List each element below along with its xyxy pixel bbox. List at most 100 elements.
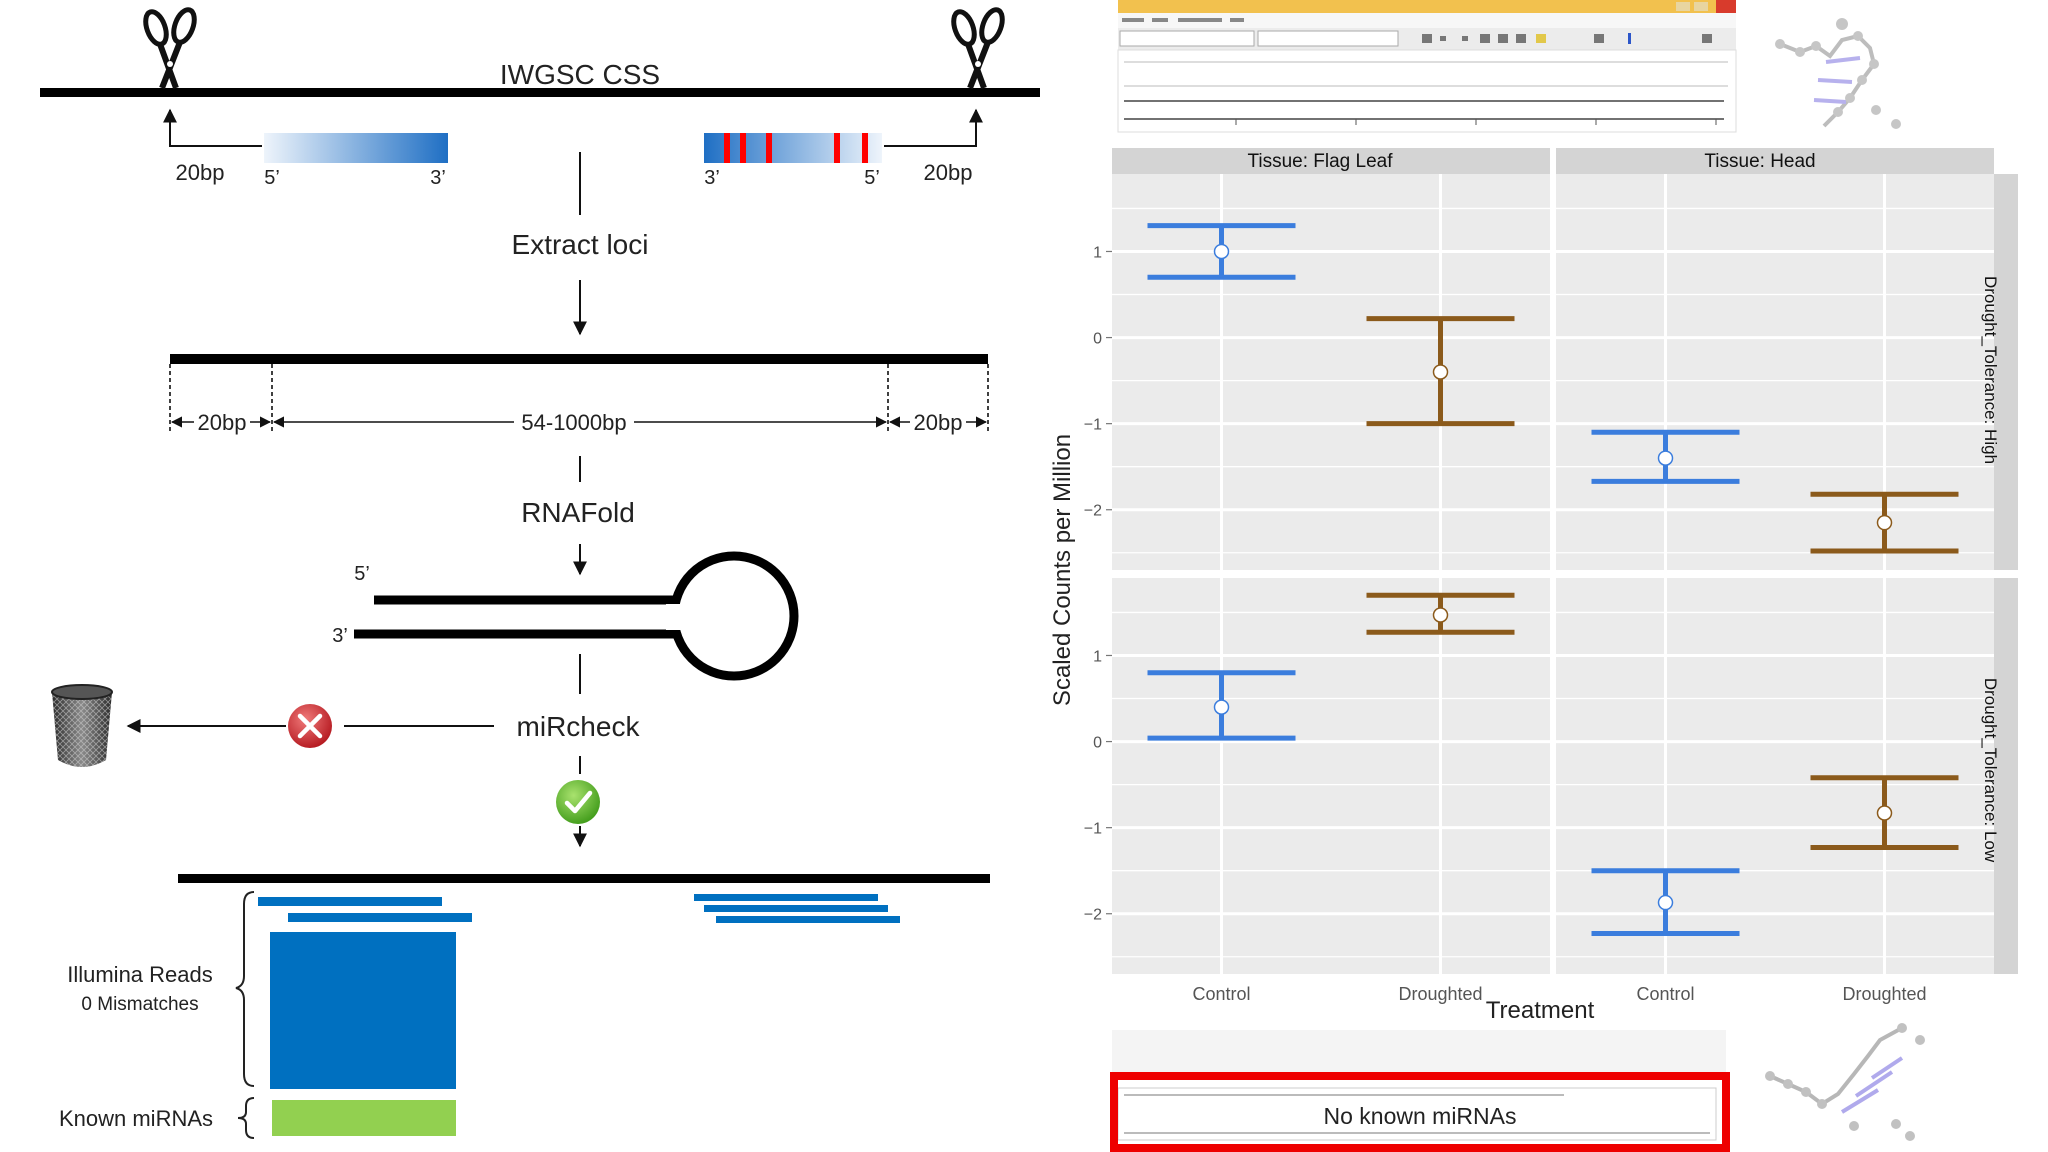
step-rnafold: RNAFold <box>521 497 635 528</box>
y-tick-label: −2 <box>1084 907 1102 924</box>
y-tick-label: −1 <box>1084 821 1102 838</box>
left-bp-label: 20bp <box>176 160 225 185</box>
rna-molecule-icon-bottom <box>1765 1023 1925 1141</box>
toolbar-icons[interactable] <box>1422 33 1712 44</box>
no-known-mirnas-callout <box>1110 1072 1730 1152</box>
error-bar-control <box>1591 868 1740 937</box>
facet-row-label-1: Drought_Tolerance: High <box>1981 276 2000 464</box>
genome-browser-window <box>1117 0 1737 133</box>
facet-col-strip <box>1112 148 1550 174</box>
error-bar-droughted <box>1810 775 1959 850</box>
facet-col-strip <box>1556 148 1994 174</box>
read-alignments <box>258 894 900 1089</box>
y-tick-label: 1 <box>1093 648 1102 665</box>
error-bar-droughted <box>1366 592 1515 635</box>
right-bp-label: 20bp <box>924 160 973 185</box>
mean-point <box>1213 243 1230 260</box>
y-axis-title: Scaled Counts per Million <box>1049 434 1076 706</box>
y-tick-label: 0 <box>1093 331 1102 348</box>
right-probe-5: 5’ <box>864 167 880 189</box>
facet-panel <box>1112 174 1550 570</box>
reads-label: Illumina Reads <box>67 962 213 987</box>
y-tick-label: 1 <box>1093 244 1102 261</box>
genome-select[interactable] <box>1119 30 1255 47</box>
mean-point <box>1876 514 1893 531</box>
facet-row-strip <box>1994 578 2018 974</box>
browser-menu-items[interactable] <box>1122 18 1244 22</box>
rna-molecule-icon-top <box>1775 18 1901 129</box>
facet-col-label-1: Tissue: Flag Leaf <box>1247 151 1393 172</box>
locus-boundaries <box>169 364 989 434</box>
accept-check-icon <box>556 780 600 824</box>
right-probe-3: 3’ <box>704 167 720 189</box>
known-brace <box>237 1097 255 1139</box>
x-tick-label: Droughted <box>1842 984 1926 1004</box>
trash-bin-icon <box>51 684 113 767</box>
facet-row-label-2: Drought_Tolerance: Low <box>1981 678 2000 863</box>
panel-background <box>1556 174 1994 570</box>
error-bar-control <box>1591 429 1740 484</box>
mean-point <box>1657 894 1674 911</box>
facet-row-strip <box>1994 174 2018 570</box>
hairpin-structure <box>354 551 799 681</box>
pipeline-diagram: IWGSC CSS 20bp 5’ 3’ <box>40 7 1040 1139</box>
y-tick-label: 0 <box>1093 735 1102 752</box>
mean-point <box>1432 607 1449 623</box>
x-axis-title: Treatment <box>1486 997 1595 1024</box>
genome-line <box>40 88 1040 97</box>
y-tick-label: −1 <box>1084 417 1102 434</box>
genome-label: IWGSC CSS <box>500 59 660 90</box>
browser-close-button[interactable] <box>1716 0 1736 13</box>
known-mirna-block <box>272 1100 456 1136</box>
span-middle-label: 54-1000bp <box>521 410 626 435</box>
right-cut-arrow <box>884 108 983 147</box>
panel-background <box>1112 578 1550 974</box>
mean-point <box>1876 805 1893 821</box>
browser-min-button[interactable] <box>1676 2 1690 11</box>
x-tick-label: Control <box>1192 984 1250 1004</box>
scissors-right-icon <box>951 7 1005 90</box>
mean-point <box>1432 364 1449 380</box>
step-mircheck: miRcheck <box>517 711 641 742</box>
error-bar-control <box>1147 223 1296 280</box>
facet-col-label-2: Tissue: Head <box>1704 151 1815 172</box>
extracted-locus-line <box>170 354 988 364</box>
x-tick-label: Droughted <box>1398 984 1482 1004</box>
error-bar-droughted <box>1366 316 1515 427</box>
reject-x-icon <box>288 704 332 748</box>
mismatch-label: 0 Mismatches <box>81 994 198 1015</box>
locus-input[interactable] <box>1257 30 1399 47</box>
panel-background <box>1112 174 1550 570</box>
hairpin-5-label: 5’ <box>354 563 370 585</box>
known-mirna-label: Known miRNAs <box>59 1106 213 1131</box>
scissors-left-icon <box>143 7 197 90</box>
left-probe <box>264 133 448 163</box>
left-probe-5: 5’ <box>264 167 280 189</box>
chart-backgrounds <box>1112 148 2018 974</box>
error-bar-droughted <box>1810 491 1959 554</box>
right-probe <box>704 133 882 163</box>
ruler-ticks <box>1235 119 1717 125</box>
browser-menubar <box>1118 13 1736 28</box>
mean-point <box>1213 699 1230 715</box>
no-known-mirnas-text: No known miRNAs <box>1324 1103 1517 1129</box>
x-tick-label: Control <box>1636 984 1694 1004</box>
step-extract-loci: Extract loci <box>512 229 649 260</box>
span-right-label: 20bp <box>914 410 963 435</box>
left-probe-3: 3’ <box>430 167 446 189</box>
reads-brace <box>235 891 255 1087</box>
browser-titlebar <box>1118 0 1736 13</box>
mean-point <box>1657 450 1674 466</box>
final-locus-line <box>178 874 990 883</box>
span-left-label: 20bp <box>198 410 247 435</box>
y-tick-label: −2 <box>1084 503 1102 520</box>
facet-panel <box>1556 174 1994 570</box>
left-cut-arrow <box>163 108 262 147</box>
hairpin-3-label: 3’ <box>332 625 348 647</box>
faceted-errorbar-chart: Scaled Counts per Million Treatment Tiss… <box>1049 148 2018 1024</box>
right-probe-mismatches <box>724 133 868 163</box>
browser-max-button[interactable] <box>1694 2 1708 11</box>
error-bar-control <box>1147 670 1296 741</box>
facet-panel <box>1112 578 1550 974</box>
